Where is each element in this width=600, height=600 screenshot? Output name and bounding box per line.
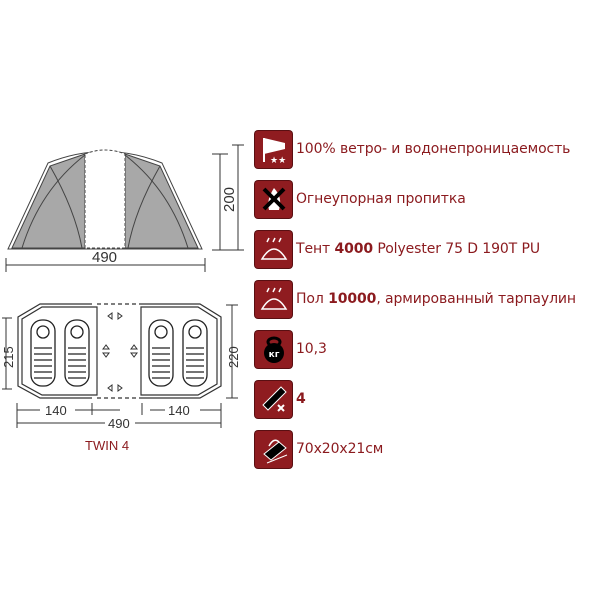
sleeping-bags	[30, 319, 208, 387]
feature-floor: Пол 10000, армированный тарпаулин	[255, 280, 576, 318]
room-left-label: 140	[45, 403, 67, 418]
tent-diagram: 490 200 215 220 140 140 490 TWIN 4	[1, 144, 244, 453]
no-fire-icon	[255, 180, 292, 218]
feature-packed-size: 70x20x21см	[255, 430, 383, 468]
feature-text: Тент 4000 Polyester 75 D 190T PU	[296, 241, 540, 257]
feature-flysheet: Тент 4000 Polyester 75 D 190T PU	[255, 230, 540, 268]
feature-text: 100% ветро- и водонепроницаемость	[296, 141, 571, 157]
rain-floor-icon	[255, 280, 292, 318]
feature-text: 4	[296, 391, 306, 407]
feature-capacity: 4	[255, 380, 306, 418]
model-name: TWIN 4	[85, 438, 129, 453]
door-arrows	[102, 312, 138, 392]
feature-text: 70x20x21см	[296, 441, 384, 457]
rain-tent-icon	[255, 230, 292, 268]
room-right-label: 140	[168, 403, 190, 418]
front-width-label: 490	[92, 249, 117, 266]
front-height-label: 200	[221, 187, 238, 212]
weight-icon: кг	[255, 330, 292, 368]
feature-text: Пол 10000, армированный тарпаулин	[296, 291, 576, 307]
plan-depth-right-label: 220	[226, 346, 241, 368]
feature-weight: кг 10,3	[255, 330, 327, 368]
tent-front-view	[7, 149, 203, 250]
feature-fireproof: Огнеупорная пропитка	[255, 180, 466, 218]
svg-text:★★: ★★	[270, 156, 286, 164]
plan-dimensions	[2, 304, 238, 428]
feature-windproof: ★★ 100% ветро- и водонепроницаемость	[255, 130, 570, 168]
bag-icon	[255, 430, 292, 468]
windsock-icon: ★★	[255, 130, 292, 168]
feature-text: 10,3	[296, 341, 327, 357]
sleeping-bag-icon	[255, 380, 292, 418]
tent-floor-plan	[17, 303, 222, 399]
front-dimensions	[5, 144, 244, 272]
plan-depth-left-label: 215	[1, 346, 16, 368]
feature-text: Огнеупорная пропитка	[296, 191, 466, 207]
plan-total-label: 490	[108, 416, 130, 431]
svg-text:кг: кг	[268, 350, 279, 360]
